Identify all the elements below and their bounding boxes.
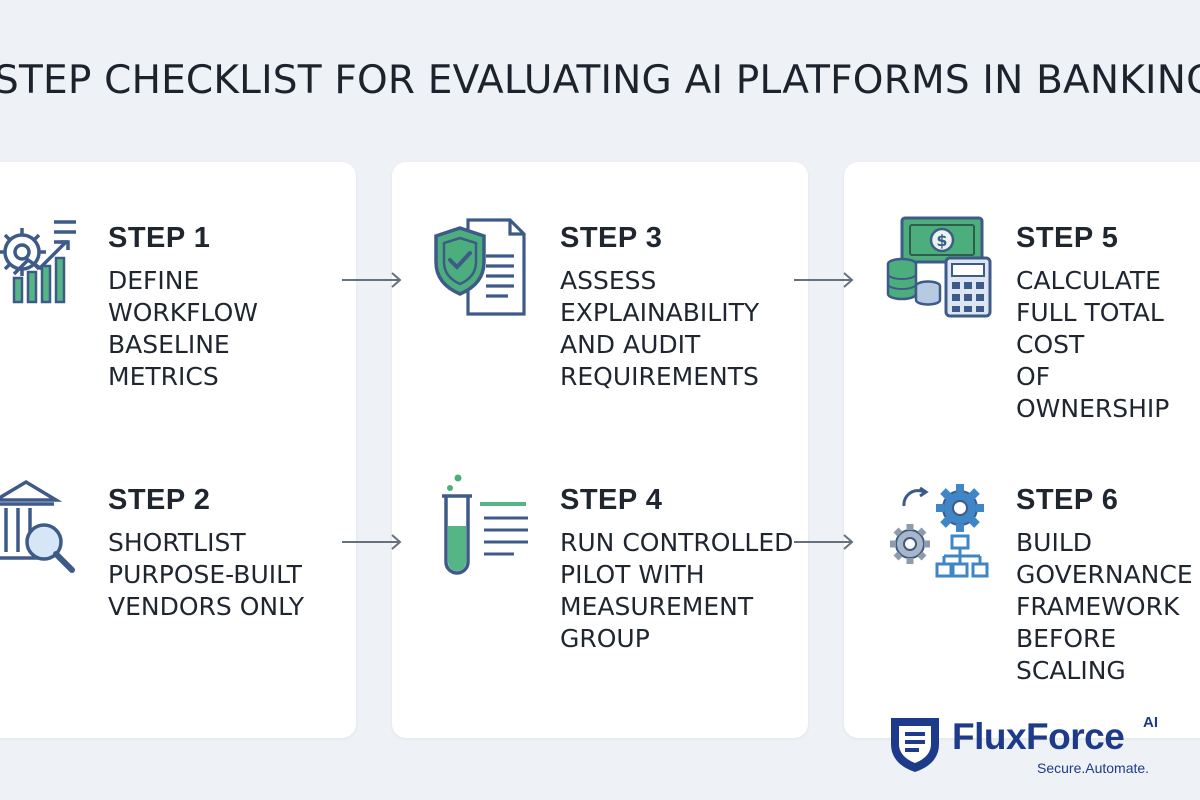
- brand-name: FluxForce: [952, 716, 1125, 757]
- shield-logo-icon: [891, 718, 939, 772]
- step-1: STEP 1 DEFINE WORKFLOW BASELINE METRICS: [108, 222, 258, 393]
- step-label: STEP 6: [1016, 484, 1119, 516]
- step-label: STEP 4: [560, 484, 663, 516]
- step-description: SHORTLIST PURPOSE-BUILT VENDORS ONLY: [108, 528, 304, 621]
- page-title: STEP CHECKLIST FOR EVALUATING AI PLATFOR…: [0, 58, 1200, 103]
- step-label: STEP 1: [108, 222, 211, 254]
- gear-chart-icon: [0, 220, 76, 304]
- step-3: STEP 3 ASSESS EXPLAINABILITY AND AUDIT R…: [560, 222, 759, 393]
- step-label: STEP 3: [560, 222, 663, 254]
- bank-search-icon: [0, 479, 75, 573]
- brand-suffix: AI: [1143, 714, 1158, 731]
- brand-logo: FluxForce AI Secure.Automate.: [887, 712, 1177, 782]
- step-description: DEFINE WORKFLOW BASELINE METRICS: [108, 266, 258, 391]
- money-calculator-icon: $: [886, 216, 992, 318]
- step-description: CALCULATE FULL TOTAL COST OF OWNERSHIP: [1016, 266, 1170, 423]
- step-description: ASSESS EXPLAINABILITY AND AUDIT REQUIREM…: [560, 266, 760, 391]
- step-label: STEP 2: [108, 484, 211, 516]
- arrow-step4-to-step6: [794, 534, 854, 550]
- shield-document-icon: [434, 218, 526, 316]
- test-tube-icon: [442, 474, 528, 575]
- arrow-step2-to-step4: [342, 534, 402, 550]
- step-6: STEP 6 BUILD GOVERNANCE FRAMEWORK BEFORE…: [1016, 484, 1200, 687]
- step-label: STEP 5: [1016, 222, 1119, 254]
- svg-text:$: $: [936, 231, 947, 250]
- step-2: STEP 2 SHORTLIST PURPOSE-BUILT VENDORS O…: [108, 484, 304, 623]
- brand-tagline: Secure.Automate.: [1037, 760, 1150, 776]
- gears-hierarchy-icon: [890, 484, 989, 578]
- arrow-step1-to-step3: [342, 272, 402, 288]
- step-5: STEP 5 CALCULATE FULL TOTAL COST OF OWNE…: [1016, 222, 1200, 425]
- step-4: STEP 4 RUN CONTROLLED PILOT WITH MEASURE…: [560, 484, 793, 655]
- arrow-step3-to-step5: [794, 272, 854, 288]
- step-description: RUN CONTROLLED PILOT WITH MEASUREMENT GR…: [560, 528, 794, 653]
- step-description: BUILD GOVERNANCE FRAMEWORK BEFORE SCALIN…: [1016, 528, 1193, 685]
